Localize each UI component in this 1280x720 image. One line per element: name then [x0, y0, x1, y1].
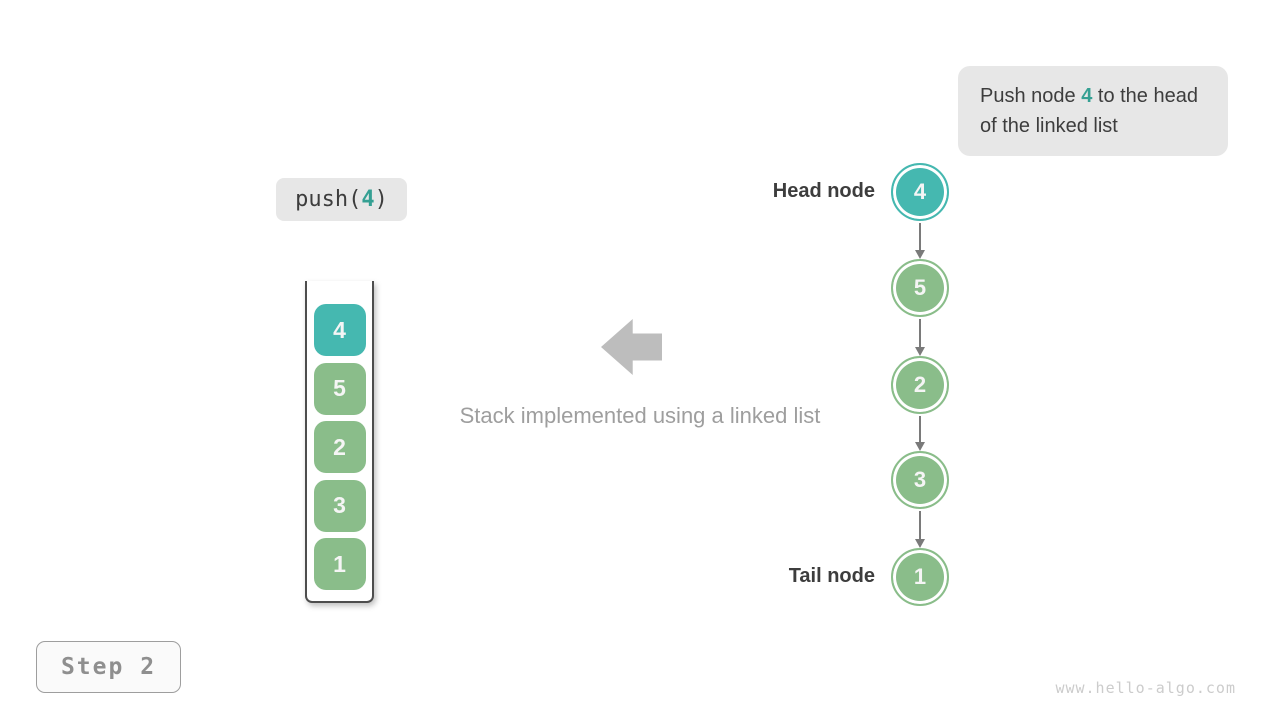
callout-text-before: Push node — [980, 85, 1082, 107]
list-node: 3 — [891, 451, 949, 509]
stack-item: 3 — [313, 479, 366, 532]
stack-item-top: 4 — [313, 304, 366, 356]
watermark: www.hello-algo.com — [1055, 679, 1236, 697]
callout-highlight-value: 4 — [1081, 85, 1093, 107]
block-arrow-left-icon — [601, 319, 662, 375]
step-badge: Step 2 — [36, 641, 181, 693]
node-connector-arrow-icon — [914, 511, 926, 548]
head-node-label: Head node — [772, 180, 875, 202]
node-connector-arrow-icon — [914, 223, 926, 259]
node-connector-arrow-icon — [914, 319, 926, 356]
code-after: ) — [374, 187, 388, 212]
list-node: 2 — [891, 356, 949, 414]
code-before: push( — [295, 187, 362, 212]
list-node: 4 — [891, 163, 949, 221]
node-connector-arrow-icon — [914, 416, 926, 451]
push-call-label: push(4) — [276, 178, 407, 221]
callout-push-description: Push node 4 to the head of the linked li… — [958, 66, 1228, 156]
list-node: 1 — [891, 548, 949, 606]
code-arg: 4 — [361, 187, 375, 212]
tail-node-label: Tail node — [788, 565, 875, 587]
stack-container: 4 5 2 3 1 — [305, 281, 374, 603]
stack-item: 2 — [313, 421, 366, 473]
stack-item: 1 — [313, 538, 366, 590]
list-node: 5 — [891, 259, 949, 317]
caption: Stack implemented using a linked list — [459, 403, 821, 428]
stack-item: 5 — [313, 362, 366, 415]
callout-text-after: to the head of the linked list — [980, 85, 1198, 137]
